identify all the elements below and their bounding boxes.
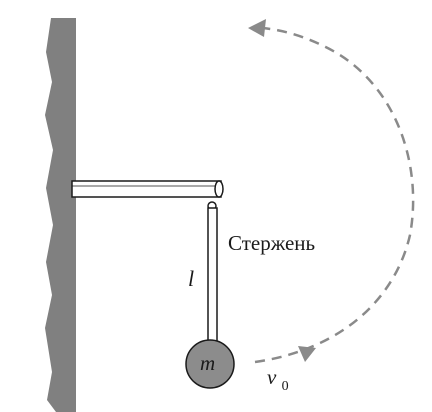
rod-label: Стержень (228, 231, 315, 255)
mass-label: m (200, 351, 215, 375)
arrowhead-bottom (298, 346, 316, 362)
velocity-label: v 0 (267, 365, 289, 394)
velocity-symbol: v (267, 365, 277, 389)
support-beam (71, 180, 224, 198)
velocity-subscript: 0 (282, 379, 289, 394)
length-label: l (188, 266, 194, 291)
wall (45, 18, 76, 412)
pendulum-rod (207, 201, 218, 345)
mass-ball (185, 339, 235, 389)
arrowhead-top (248, 19, 266, 37)
trajectory-arrow (248, 19, 415, 364)
